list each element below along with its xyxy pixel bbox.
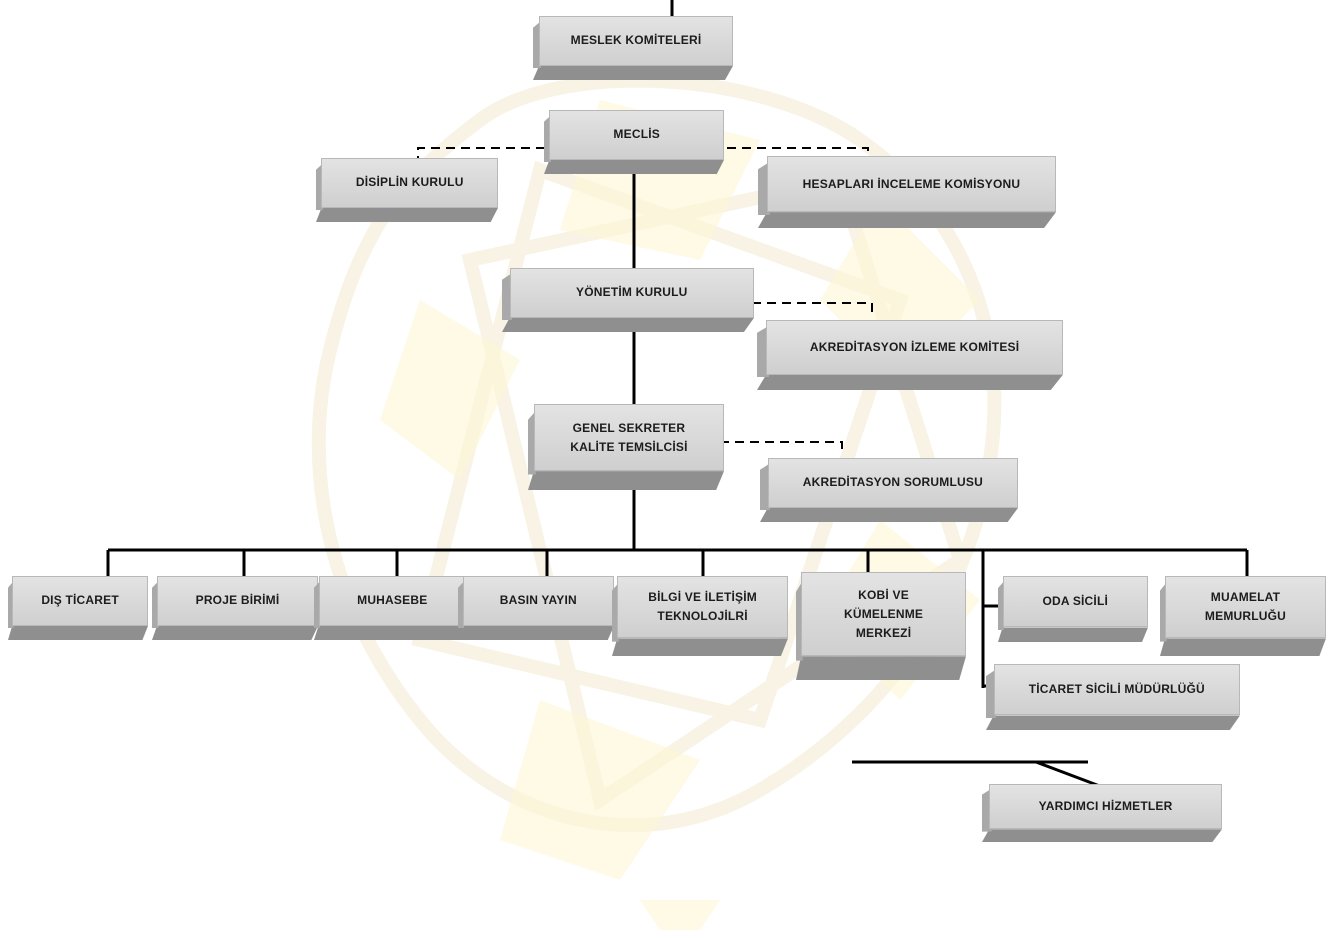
akreditasyon-sorumlusu-box: AKREDİTASYON SORUMLUSU <box>760 458 1018 522</box>
yonetim-kurulu-box: YÖNETİM KURULU <box>502 268 754 332</box>
disiplin-kurulu-label: DİSİPLİN KURULU <box>355 175 464 190</box>
muhasebe-box: MUHASEBE <box>314 576 466 640</box>
kobi-label: KOBİ VE KÜMELENME MERKEZİ <box>843 587 924 640</box>
hesaplari-inceleme-box: HESAPLARI İNCELEME KOMİSYONU <box>758 156 1056 228</box>
bilgi-iletisim-label: BİLGİ VE İLETİŞİM TEKNOLOJİLRİ <box>648 590 757 624</box>
muamelat-box: MUAMELAT MEMURLUĞU <box>1160 576 1326 656</box>
yardimci-hizmetler-box: YARDIMCI HİZMETLER <box>982 784 1222 842</box>
ticaret-sicili-label: TİCARET SİCİLİ MÜDÜRLÜĞÜ <box>1028 682 1205 697</box>
proje-birimi-label: PROJE BİRİMİ <box>195 593 280 608</box>
yonetim-kurulu-label: YÖNETİM KURULU <box>576 285 688 300</box>
basin-yayin-box: BASIN YAYIN <box>458 576 614 640</box>
muhasebe-label: MUHASEBE <box>357 593 428 608</box>
oda-sicili-label: ODA SİCİLİ <box>1042 594 1109 609</box>
disiplin-kurulu-box: DİSİPLİN KURULU <box>316 158 498 222</box>
yardimci-hizmetler-label: YARDIMCI HİZMETLER <box>1038 799 1173 814</box>
muamelat-label: MUAMELAT MEMURLUĞU <box>1204 590 1287 624</box>
dis-ticaret-label: DIŞ TİCARET <box>41 593 119 608</box>
ticaret-sicili-box: TİCARET SİCİLİ MÜDÜRLÜĞÜ <box>986 664 1240 730</box>
meclis-box: MECLİS <box>544 110 724 174</box>
meclis-label: MECLİS <box>613 127 660 142</box>
kobi-box: KOBİ VE KÜMELENME MERKEZİ <box>796 572 966 680</box>
akreditasyon-izleme-box: AKREDİTASYON İZLEME KOMİTESİ <box>757 320 1063 390</box>
meslek-komiteleri-label: MESLEK KOMİTELERİ <box>570 33 702 48</box>
genel-sekreter-label: GENEL SEKRETER KALİTE TEMSİLCİSİ <box>570 420 688 454</box>
akreditasyon-sorumlusu-label: AKREDİTASYON SORUMLUSU <box>802 475 983 490</box>
proje-birimi-box: PROJE BİRİMİ <box>152 576 318 640</box>
oda-sicili-box: ODA SİCİLİ <box>998 576 1148 642</box>
meslek-komiteleri-box: MESLEK KOMİTELERİ <box>533 16 733 80</box>
hesaplari-inceleme-label: HESAPLARI İNCELEME KOMİSYONU <box>802 176 1021 191</box>
dis-ticaret-box: DIŞ TİCARET <box>8 576 148 640</box>
basin-yayin-label: BASIN YAYIN <box>499 593 577 608</box>
bilgi-iletisim-box: BİLGİ VE İLETİŞİM TEKNOLOJİLRİ <box>612 576 788 656</box>
akreditasyon-izleme-label: AKREDİTASYON İZLEME KOMİTESİ <box>809 339 1020 354</box>
genel-sekreter-box: GENEL SEKRETER KALİTE TEMSİLCİSİ <box>528 404 724 490</box>
